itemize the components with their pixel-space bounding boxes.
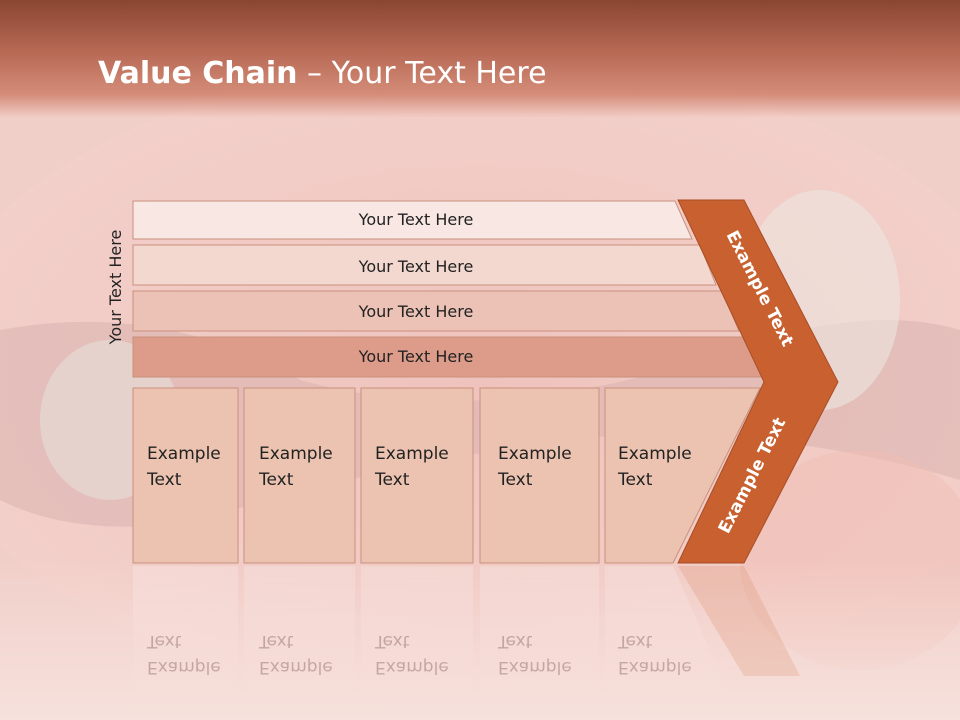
reflection-box <box>361 566 473 696</box>
box-3-line1: Example <box>375 444 449 464</box>
box-1-line2: Text <box>146 470 182 490</box>
reflection-text: Text <box>146 631 182 651</box>
row-3[interactable]: Your Text Here <box>132 290 740 332</box>
row-4-label: Your Text Here <box>358 347 474 366</box>
row-2-label: Your Text Here <box>358 257 474 276</box>
box-1[interactable]: Example Text <box>132 387 239 564</box>
box-2-line1: Example <box>259 444 333 464</box>
box-1-line1: Example <box>147 444 221 464</box>
reflection-text: Example <box>375 657 449 677</box>
box-4-line1: Example <box>498 444 572 464</box>
box-2[interactable]: Example Text <box>243 387 356 564</box>
reflection-text: Text <box>617 631 653 651</box>
reflection-box <box>133 566 238 696</box>
title-bar <box>0 0 960 118</box>
box-5-line2: Text <box>617 470 653 490</box>
box-2-line2: Text <box>258 470 294 490</box>
box-4-line2: Text <box>497 470 533 490</box>
box-5-line1: Example <box>618 444 692 464</box>
row-2[interactable]: Your Text Here <box>132 244 717 286</box>
title-bold: Value Chain <box>98 56 298 91</box>
box-3-line2: Text <box>374 470 410 490</box>
box-5[interactable]: Example Text <box>604 387 761 564</box>
reflection-chevron <box>678 566 800 676</box>
reflection-box <box>605 566 730 696</box>
row-1-label: Your Text Here <box>358 210 474 229</box>
row-3-label: Your Text Here <box>358 302 474 321</box>
row-4[interactable]: Your Text Here <box>132 336 763 378</box>
reflection-box <box>480 566 599 696</box>
reflection-text: Example <box>498 657 572 677</box>
reflection-text: Example <box>147 657 221 677</box>
title-rest: – Your Text Here <box>297 56 547 91</box>
slide-title: Value Chain – Your Text Here <box>98 56 547 91</box>
reflection-text: Text <box>374 631 410 651</box>
box-3[interactable]: Example Text <box>360 387 474 564</box>
reflection-box <box>244 566 355 696</box>
side-label: Your Text Here <box>106 230 125 346</box>
reflection-text: Example <box>259 657 333 677</box>
row-1[interactable]: Your Text Here <box>132 200 693 240</box>
reflection-text: Example <box>618 657 692 677</box>
box-4[interactable]: Example Text <box>479 387 600 564</box>
reflection-text: Text <box>497 631 533 651</box>
reflection-text: Text <box>258 631 294 651</box>
